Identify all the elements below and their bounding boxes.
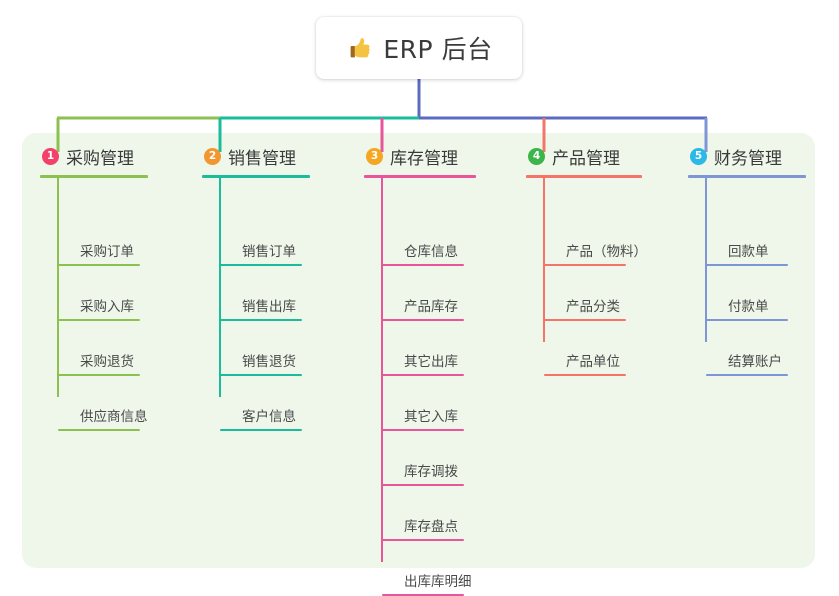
leaf-item[interactable]: 销售出库 [220, 287, 302, 321]
branch-header-2[interactable]: 2 销售管理 [202, 144, 310, 169]
leaf-item[interactable]: 其它出库 [382, 342, 464, 376]
branch-number-badge: 2 [204, 147, 221, 165]
branch-items: 销售订单销售出库销售退货客户信息 [202, 178, 310, 431]
branch-title-label: 财务管理 [714, 148, 782, 169]
leaf-item-underline [220, 264, 302, 266]
leaf-item-label: 销售退货 [242, 354, 296, 370]
branch-column-3: 3 库存管理仓库信息产品库存其它出库其它入库库存调拨库存盘点出库库明细 [364, 144, 476, 596]
leaf-item[interactable]: 出库库明细 [382, 562, 472, 596]
leaf-item-underline [544, 264, 626, 266]
leaf-item-label: 结算账户 [728, 354, 782, 370]
root-node-card[interactable]: ERP 后台 [316, 17, 522, 79]
leaf-item[interactable]: 仓库信息 [382, 232, 464, 266]
leaf-item-underline [382, 429, 464, 431]
leaf-item[interactable]: 付款单 [706, 287, 788, 321]
leaf-item[interactable]: 客户信息 [220, 397, 302, 431]
branch-number-badge: 5 [690, 147, 707, 165]
branch-title-label: 产品管理 [552, 148, 620, 169]
leaf-item[interactable]: 结算账户 [706, 342, 788, 376]
leaf-item-underline [382, 374, 464, 376]
branch-items: 仓库信息产品库存其它出库其它入库库存调拨库存盘点出库库明细 [364, 178, 476, 596]
leaf-item-underline [382, 264, 464, 266]
branch-header-5[interactable]: 5 财务管理 [688, 144, 806, 169]
leaf-item-label: 产品分类 [566, 299, 620, 315]
branch-number-badge: 3 [366, 147, 383, 165]
branch-column-1: 1 采购管理采购订单采购入库采购退货供应商信息 [40, 144, 148, 431]
leaf-item-label: 采购入库 [80, 299, 134, 315]
thumbs-up-icon [350, 38, 371, 58]
branch-header-3[interactable]: 3 库存管理 [364, 144, 476, 169]
leaf-item-label: 回款单 [728, 244, 769, 260]
leaf-item-label: 销售订单 [242, 244, 296, 260]
leaf-item-label: 销售出库 [242, 299, 296, 315]
branch-header-underline [364, 175, 476, 178]
leaf-item-underline [58, 374, 140, 376]
leaf-item[interactable]: 库存盘点 [382, 507, 464, 541]
leaf-item[interactable]: 产品库存 [382, 287, 464, 321]
leaf-item-underline [220, 319, 302, 321]
leaf-item[interactable]: 采购订单 [58, 232, 140, 266]
leaf-item-underline [706, 319, 788, 321]
leaf-item-label: 仓库信息 [404, 244, 458, 260]
leaf-item-label: 产品（物料） [566, 244, 647, 260]
branch-items: 回款单付款单结算账户 [688, 178, 806, 376]
leaf-item-underline [382, 319, 464, 321]
leaf-item[interactable]: 供应商信息 [58, 397, 148, 431]
leaf-item-underline [220, 429, 302, 431]
branch-column-4: 4 产品管理产品（物料） 产品分类产品单位 [526, 144, 647, 376]
leaf-item-label: 产品单位 [566, 354, 620, 370]
leaf-item-underline [220, 374, 302, 376]
branch-items: 产品（物料） 产品分类产品单位 [526, 178, 647, 376]
leaf-item-label: 其它入库 [404, 409, 458, 425]
leaf-item-label: 库存调拨 [404, 464, 458, 480]
leaf-item-label: 付款单 [728, 299, 769, 315]
leaf-item[interactable]: 采购退货 [58, 342, 140, 376]
leaf-item[interactable]: 其它入库 [382, 397, 464, 431]
leaf-item-label: 库存盘点 [404, 519, 458, 535]
diagram-background-panel [22, 133, 815, 568]
leaf-item-underline [544, 374, 626, 376]
leaf-item[interactable]: 销售退货 [220, 342, 302, 376]
branch-header-4[interactable]: 4 产品管理 [526, 144, 642, 169]
branch-header-underline [40, 175, 148, 178]
leaf-item[interactable]: 库存调拨 [382, 452, 464, 486]
branch-title-label: 销售管理 [228, 148, 296, 169]
leaf-item[interactable]: 产品单位 [544, 342, 626, 376]
leaf-item-label: 其它出库 [404, 354, 458, 370]
leaf-item-underline [382, 484, 464, 486]
root-node-label: ERP 后台 [383, 35, 493, 64]
leaf-item-label: 产品库存 [404, 299, 458, 315]
branch-number-badge: 1 [42, 147, 59, 165]
leaf-item[interactable]: 采购入库 [58, 287, 140, 321]
leaf-item-label: 采购订单 [80, 244, 134, 260]
leaf-item[interactable]: 销售订单 [220, 232, 302, 266]
branch-number-badge: 4 [528, 147, 545, 165]
leaf-item-underline [58, 319, 140, 321]
leaf-item-underline [544, 319, 626, 321]
branch-title-label: 采购管理 [66, 148, 134, 169]
leaf-item[interactable]: 产品（物料） [544, 232, 647, 266]
leaf-item-label: 出库库明细 [404, 574, 472, 590]
branch-header-underline [526, 175, 642, 178]
branch-column-2: 2 销售管理销售订单销售出库销售退货客户信息 [202, 144, 310, 431]
leaf-item-label: 客户信息 [242, 409, 296, 425]
leaf-item[interactable]: 回款单 [706, 232, 788, 266]
leaf-item-label: 供应商信息 [80, 409, 148, 425]
branch-header-underline [202, 175, 310, 178]
branch-header-1[interactable]: 1 采购管理 [40, 144, 148, 169]
branch-column-5: 5 财务管理回款单付款单结算账户 [688, 144, 806, 376]
leaf-item-underline [382, 539, 464, 541]
leaf-item-underline [706, 374, 788, 376]
leaf-item[interactable]: 产品分类 [544, 287, 626, 321]
branch-items: 采购订单采购入库采购退货供应商信息 [40, 178, 148, 431]
branch-header-underline [688, 175, 806, 178]
branch-title-label: 库存管理 [390, 148, 458, 169]
leaf-item-underline [706, 264, 788, 266]
leaf-item-underline [58, 429, 140, 431]
leaf-item-label: 采购退货 [80, 354, 134, 370]
leaf-item-underline [58, 264, 140, 266]
